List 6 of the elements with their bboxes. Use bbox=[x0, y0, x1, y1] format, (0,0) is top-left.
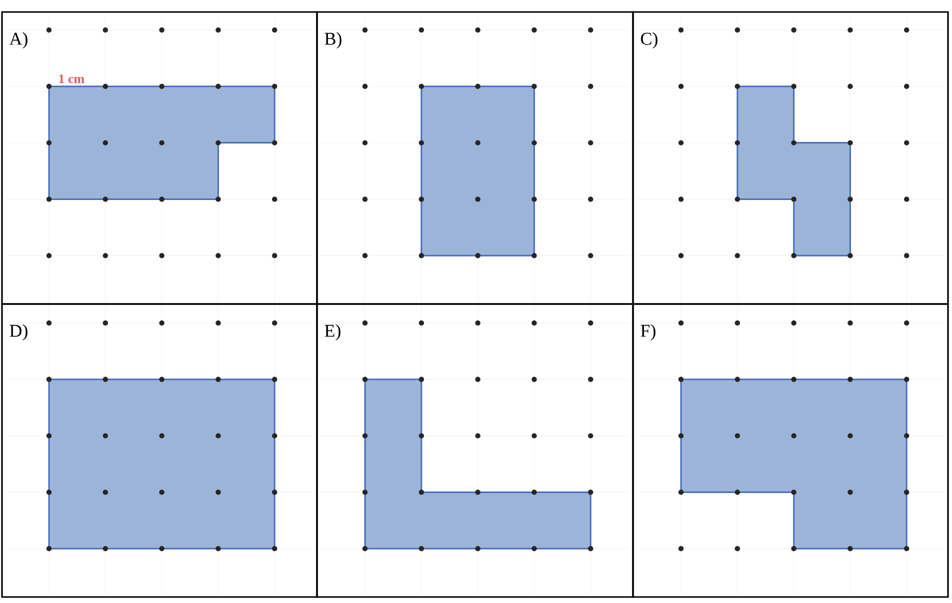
unit-label: 1 cm bbox=[59, 74, 84, 84]
panel: C) bbox=[632, 11, 949, 305]
panel: F) bbox=[632, 303, 949, 598]
panel: E) bbox=[316, 303, 634, 598]
panel: D) bbox=[1, 303, 318, 598]
panel: B) bbox=[316, 11, 634, 305]
